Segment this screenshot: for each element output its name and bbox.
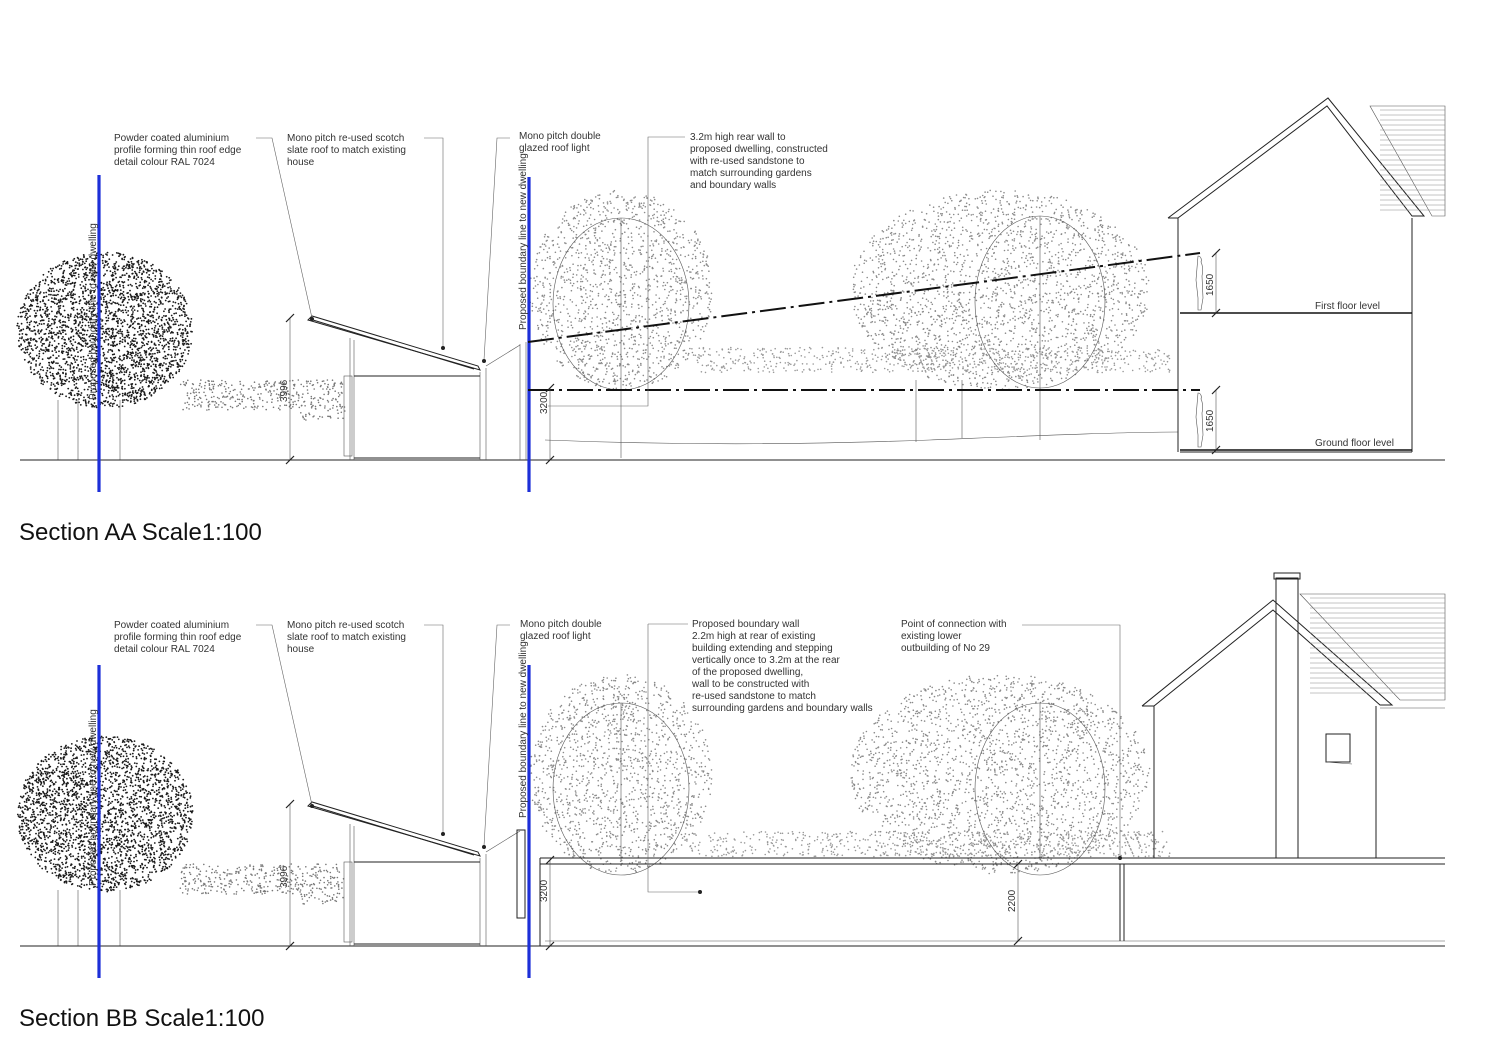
dimension-height: 3996	[279, 865, 290, 888]
boundary-line-label: Proposed boundary line to new dwelling	[518, 153, 529, 330]
note-boundary-wall: Proposed boundary wall 2.2m high at rear…	[691, 619, 873, 714]
note-roof-edge: Powder coated aluminium profile forming …	[114, 133, 244, 168]
boundary-wall	[539, 624, 1445, 946]
dimension-wall: 3200	[539, 391, 550, 414]
boundary-line-label: Proposed boundary line to new dwelling	[88, 223, 99, 400]
note-roof-light: Mono pitch double glazed roof light	[519, 131, 604, 154]
note-slate-roof: Mono pitch re-used scotch slate roof to …	[287, 620, 409, 655]
person-figure	[1195, 255, 1204, 311]
section-title: Section AA Scale1:100	[19, 519, 262, 546]
note-slate-roof: Mono pitch re-used scotch slate roof to …	[287, 133, 409, 168]
window	[1325, 733, 1351, 763]
dimension-wall: 3200	[539, 879, 550, 902]
annotation-leaders	[256, 623, 1122, 860]
dimension-height: 3996	[279, 379, 290, 402]
level-first-floor: First floor level	[1315, 301, 1380, 312]
foliage-stipple	[16, 674, 1171, 905]
garden-ground-profile	[544, 431, 1179, 445]
dimension-upper-eye: 1650	[1205, 273, 1216, 296]
existing-outbuilding	[1141, 572, 1446, 859]
tree-outline	[57, 702, 1106, 946]
roof-tiles	[1380, 109, 1445, 211]
note-connection: Point of connection with existing lower …	[901, 619, 1009, 654]
note-roof-edge: Powder coated aluminium profile forming …	[114, 620, 244, 655]
note-roof-light: Mono pitch double glazed roof light	[520, 619, 605, 642]
foliage-stipple	[16, 189, 1171, 421]
existing-house	[1167, 97, 1446, 452]
dimension-lower-eye: 1650	[1205, 409, 1216, 432]
proposed-dwelling	[307, 315, 527, 460]
person-figure	[1195, 392, 1204, 448]
section-bb: Proposed boundary line to new dwelling P…	[16, 572, 1446, 1032]
note-rear-wall: 3.2m high rear wall to proposed dwelling…	[689, 132, 831, 191]
section-aa: Proposed boundary line to new dwelling P…	[16, 97, 1446, 546]
proposed-dwelling	[307, 801, 526, 946]
dimension-boundary-wall: 2200	[1007, 889, 1018, 912]
chimney	[1275, 577, 1299, 859]
boundary-line-label: Proposed boundary line to new dwelling	[88, 709, 99, 886]
boundary-line-label: Proposed boundary line to new dwelling	[518, 641, 529, 818]
section-title: Section BB Scale1:100	[19, 1005, 265, 1032]
level-ground-floor: Ground floor level	[1315, 438, 1394, 449]
annotation-leaders	[256, 136, 685, 407]
sight-line-upper	[527, 252, 1201, 343]
roof-tiles	[1310, 597, 1445, 694]
